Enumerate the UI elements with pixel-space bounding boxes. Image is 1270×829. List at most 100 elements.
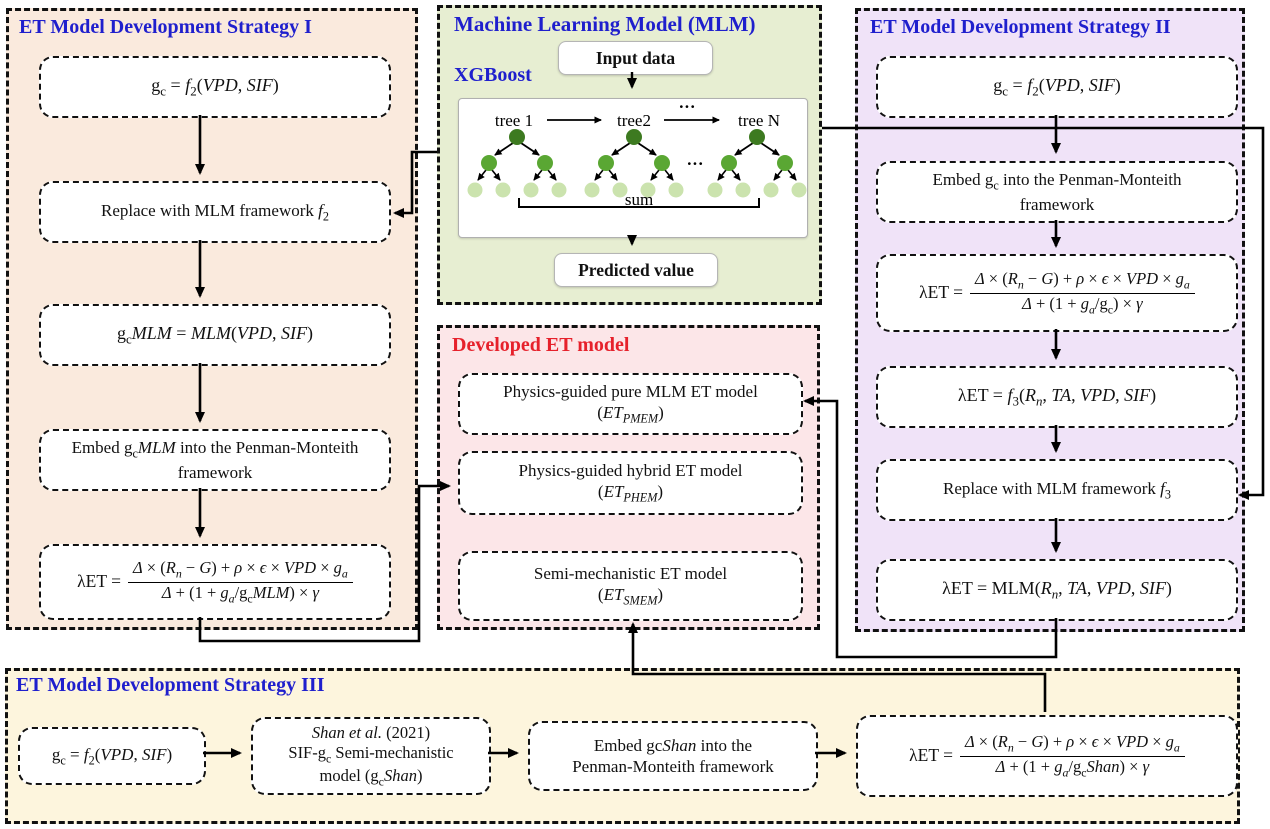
s2-box-replace-mlm-f3-text: Replace with MLM framework f3 bbox=[942, 478, 1172, 502]
pmem-line1: Physics-guided pure MLM ET model bbox=[503, 382, 758, 402]
s2-box-replace-mlm-f3: Replace with MLM framework f3 bbox=[876, 459, 1238, 521]
tree-mid-node bbox=[598, 155, 614, 171]
tree-leaf-node bbox=[523, 182, 539, 198]
panel-mlm-title: Machine Learning Model (MLM) bbox=[454, 12, 756, 36]
s2-formula-prefix: λET = bbox=[919, 282, 963, 303]
tree-1 bbox=[467, 129, 567, 198]
s2-box-gc-f2: gc = f2(VPD, SIF) bbox=[876, 56, 1238, 118]
tree-leaf-node bbox=[640, 182, 656, 198]
s3-formula-fraction: Δ × (Rn − G) + ρ × ϵ × VPD × ga Δ + (1 +… bbox=[959, 732, 1185, 780]
tree-n bbox=[707, 129, 807, 198]
tree-leaf-node bbox=[612, 182, 628, 198]
sum-bracket bbox=[518, 198, 760, 208]
s2-box-lambda-et-frac: λET = Δ × (Rn − G) + ρ × ϵ × VPD × ga Δ … bbox=[876, 254, 1238, 332]
predicted-value-label: Predicted value bbox=[578, 259, 694, 280]
phem-line1: Physics-guided hybrid ET model bbox=[518, 461, 743, 481]
panel-strategy-3-title: ET Model Development Strategy III bbox=[16, 674, 325, 696]
tree-2 bbox=[584, 129, 684, 198]
xgboost-trees-box: tree 1 tree2 ··· tree N bbox=[458, 97, 808, 238]
s2-box-gc-f2-text: gc = f2(VPD, SIF) bbox=[993, 75, 1121, 99]
s1-formula-prefix: λET = bbox=[77, 571, 121, 592]
predicted-value-box: Predicted value bbox=[554, 253, 718, 287]
dev-box-phem-text: Physics-guided hybrid ET model (ETPHEM) bbox=[519, 460, 743, 506]
s1-box-gc-f2: gc = f2(VPD, SIF) bbox=[39, 56, 391, 118]
input-data-label: Input data bbox=[595, 47, 676, 68]
s3-formula-denominator: Δ + (1 + ga/gcShan) × γ bbox=[995, 756, 1150, 779]
tree-leaf-node bbox=[668, 182, 684, 198]
tree2-label: tree2 bbox=[617, 111, 651, 130]
s2-formula-numerator: Δ × (Rn − G) + ρ × ϵ × VPD × ga bbox=[969, 269, 1195, 294]
s1-formula-denominator: Δ + (1 + ga/gcMLM) × γ bbox=[161, 582, 319, 605]
dev-box-pmem-text: Physics-guided pure MLM ET model (ETPMEM… bbox=[503, 381, 758, 427]
tree1-label: tree 1 bbox=[495, 111, 533, 130]
tree-leaf-node bbox=[551, 182, 567, 198]
panel-strategy-2: ET Model Development Strategy II gc = f2… bbox=[855, 8, 1245, 632]
s1-formula: λET = Δ × (Rn − G) + ρ × ϵ × VPD × ga Δ … bbox=[77, 558, 353, 606]
dev-box-smem: Semi-mechanistic ET model (ETSMEM) bbox=[458, 551, 803, 621]
tree-mid-node bbox=[777, 155, 793, 171]
phem-line2: (ETPHEM) bbox=[597, 482, 664, 505]
s2-formula: λET = Δ × (Rn − G) + ρ × ϵ × VPD × ga Δ … bbox=[919, 269, 1195, 317]
panel-developed-et-model: Developed ET model Physics-guided pure M… bbox=[437, 325, 820, 630]
panel-strategy-1-title: ET Model Development Strategy I bbox=[19, 16, 312, 38]
sum-label: sum bbox=[625, 190, 653, 209]
ellipsis-mid: ··· bbox=[686, 154, 703, 173]
xgboost-label: XGBoost bbox=[454, 64, 532, 86]
s3-formula: λET = Δ × (Rn − G) + ρ × ϵ × VPD × ga Δ … bbox=[909, 732, 1185, 780]
dev-box-smem-text: Semi-mechanistic ET model (ETSMEM) bbox=[534, 563, 727, 609]
tree-leaf-node bbox=[495, 182, 511, 198]
xgboost-trees-diagram: tree 1 tree2 ··· tree N bbox=[467, 97, 807, 209]
tree-leaf-node bbox=[763, 182, 779, 198]
dev-box-phem: Physics-guided hybrid ET model (ETPHEM) bbox=[458, 451, 803, 515]
tree-mid-node bbox=[481, 155, 497, 171]
panel-strategy-1: ET Model Development Strategy I gc = f2(… bbox=[6, 8, 418, 630]
s3-box-lambda-et: λET = Δ × (Rn − G) + ρ × ϵ × VPD × ga Δ … bbox=[856, 715, 1238, 797]
s3-box-shan-model: Shan et al. (2021)SIF-gc Semi-mechanisti… bbox=[251, 717, 491, 795]
smem-line2: (ETSMEM) bbox=[597, 585, 664, 608]
s1-box-gcmlm: gcMLM = MLM(VPD, SIF) bbox=[39, 304, 391, 366]
treeN-label: tree N bbox=[738, 111, 780, 130]
s1-formula-fraction: Δ × (Rn − G) + ρ × ϵ × VPD × ga Δ + (1 +… bbox=[127, 558, 353, 606]
tree-leaf-node bbox=[707, 182, 723, 198]
s3-formula-numerator: Δ × (Rn − G) + ρ × ϵ × VPD × ga bbox=[959, 732, 1185, 757]
s1-formula-numerator: Δ × (Rn − G) + ρ × ϵ × VPD × ga bbox=[127, 558, 353, 583]
s2-formula-denominator: Δ + (1 + ga/gc) × γ bbox=[1022, 293, 1143, 316]
tree-mid-node bbox=[654, 155, 670, 171]
panel-developed-title: Developed ET model bbox=[452, 334, 630, 356]
s1-box-gcmlm-text: gcMLM = MLM(VPD, SIF) bbox=[117, 323, 313, 347]
s3-box-gc-f2: gc = f2(VPD, SIF) bbox=[18, 727, 206, 785]
s3-formula-prefix: λET = bbox=[909, 745, 953, 766]
s2-formula-fraction: Δ × (Rn − G) + ρ × ϵ × VPD × ga Δ + (1 +… bbox=[969, 269, 1195, 317]
smem-line1: Semi-mechanistic ET model bbox=[533, 564, 728, 584]
ellipsis-top: ··· bbox=[678, 99, 695, 116]
tree-root-node bbox=[509, 129, 525, 145]
s1-box-replace-mlm-f2-text: Replace with MLM framework f2 bbox=[100, 200, 330, 224]
s1-box-lambda-et: λET = Δ × (Rn − G) + ρ × ϵ × VPD × ga Δ … bbox=[39, 544, 391, 620]
s2-box-lambda-f3: λET = f3(Rn, TA, VPD, SIF) bbox=[876, 366, 1238, 428]
tree-leaf-node bbox=[467, 182, 483, 198]
tree-leaf-node bbox=[735, 182, 751, 198]
dev-box-pmem: Physics-guided pure MLM ET model (ETPMEM… bbox=[458, 373, 803, 435]
pmem-line2: (ETPMEM) bbox=[597, 403, 664, 426]
tree-root-node bbox=[626, 129, 642, 145]
tree-mid-node bbox=[537, 155, 553, 171]
s1-box-gc-f2-text: gc = f2(VPD, SIF) bbox=[151, 75, 279, 99]
panel-strategy-2-title: ET Model Development Strategy II bbox=[870, 16, 1171, 38]
tree-root-node bbox=[749, 129, 765, 145]
panel-mlm: Machine Learning Model (MLM) XGBoost Inp… bbox=[437, 5, 822, 305]
s2-box-lambda-f3-text: λET = f3(Rn, TA, VPD, SIF) bbox=[957, 385, 1157, 409]
s2-box-lambda-mlm: λET = MLM(Rn, TA, VPD, SIF) bbox=[876, 559, 1238, 621]
s3-box-gc-f2-text: gc = f2(VPD, SIF) bbox=[51, 744, 173, 768]
tree-mid-node bbox=[721, 155, 737, 171]
s3-box-shan-model-text: Shan et al. (2021)SIF-gc Semi-mechanisti… bbox=[288, 722, 454, 789]
panel-strategy-3: ET Model Development Strategy III gc = f… bbox=[5, 668, 1240, 824]
tree-leaf-node bbox=[584, 182, 600, 198]
input-data-box: Input data bbox=[558, 41, 713, 75]
